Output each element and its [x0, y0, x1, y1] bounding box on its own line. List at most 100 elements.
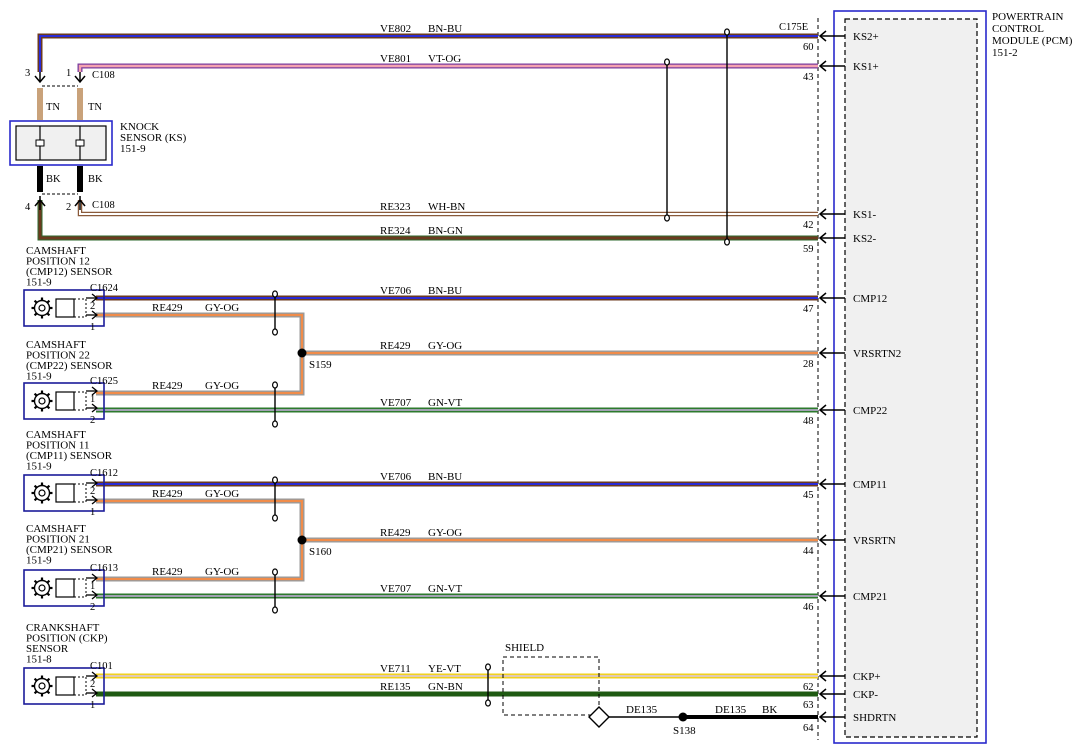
cmp22-sensor-box: [23, 382, 105, 420]
cmp12-sensor-title: (CMP12) SENSOR: [26, 266, 113, 278]
label-cmp22-ret-color: GY-OG: [205, 380, 239, 392]
pcm-pin-name: KS2-: [853, 233, 877, 245]
label-ckp-neg-color: GN-BN: [428, 681, 463, 693]
svg-text:SENSOR (KS): SENSOR (KS): [120, 132, 187, 144]
splice-s138-label: S138: [673, 725, 696, 737]
cmp21-sensor-title: CAMSHAFT: [26, 523, 86, 535]
label-s159-circuit: RE429: [380, 340, 411, 352]
pcm-pin-number: 47: [803, 304, 814, 315]
label-cmp21-sig-circuit: VE707: [380, 583, 412, 595]
pcm-title: POWERTRAIN CONTROL MODULE (PCM) 151-2: [992, 11, 1073, 59]
label-cmp21-sig-color: GN-VT: [428, 583, 462, 595]
twisted-pair-ckp: [485, 663, 491, 707]
svg-text:KNOCK: KNOCK: [120, 121, 159, 133]
label-ckp-pos-circuit: VE711: [380, 663, 411, 675]
pcm-pin-number: 64: [803, 723, 814, 734]
cmp22-sensor-title: (CMP22) SENSOR: [26, 360, 113, 372]
cmp11-pin-a: 2: [90, 486, 95, 497]
label-cmp12-sig-circuit: VE706: [380, 285, 412, 297]
cmp11-sensor-plug: [55, 483, 75, 503]
ckp-sensor-title: POSITION (CKP): [26, 633, 108, 645]
shield-drain: [588, 706, 818, 728]
pcm-pin-name: CKP+: [853, 671, 881, 683]
ckp-connector: C101: [90, 661, 113, 672]
cmp22-connector: C1625: [90, 376, 118, 387]
knock-sensor-title: KNOCK SENSOR (KS) 151-9: [120, 121, 187, 155]
knock-connector-top: C108: [92, 70, 115, 81]
cmp21-sensor-title: 151-9: [26, 555, 52, 567]
cmp11-sensor-title: POSITION 11: [26, 440, 89, 452]
svg-text:MODULE (PCM): MODULE (PCM): [992, 35, 1073, 47]
cmp22-sensor-title: 151-9: [26, 371, 52, 383]
gear-icon: [30, 481, 54, 505]
splice-s160: [297, 535, 307, 545]
knock-tn-1: TN: [46, 102, 60, 113]
ckp-sensor-box: [23, 667, 105, 705]
ckp-sensor-plug: [55, 676, 75, 696]
pcm-pin-name: KS1+: [853, 61, 879, 73]
label-ve802-color: BN-BU: [428, 23, 462, 35]
gear-icon: [30, 576, 54, 600]
cmp22-sensor-plug: [55, 391, 75, 411]
cmp21-pin-a: 1: [90, 581, 95, 592]
pcm-pin-number: 45: [803, 490, 814, 501]
pcm-pin-name: KS1-: [853, 209, 877, 221]
cmp12-connector: C1624: [90, 283, 119, 294]
cmp12-sensor-title: POSITION 12: [26, 256, 90, 268]
pcm-pin-name: CMP21: [853, 591, 887, 603]
label-s159-color: GY-OG: [428, 340, 462, 352]
ckp-pin-a: 2: [90, 679, 95, 690]
cmp22-sensor-title: POSITION 22: [26, 350, 90, 362]
pcm-pin-number: 48: [803, 416, 814, 427]
pcm-pin-name: CKP-: [853, 689, 878, 701]
knock-pin-1: 1: [66, 68, 71, 79]
knock-pin-2: 2: [66, 202, 71, 213]
label-ve801-color: VT-OG: [428, 53, 461, 65]
splice-s159-label: S159: [309, 359, 332, 371]
label-ve802-circuit: VE802: [380, 23, 411, 35]
wire-ve802: [37, 33, 818, 72]
pcm-module: [817, 10, 987, 744]
shield-label: SHIELD: [505, 642, 544, 654]
cmp11-connector: C1612: [90, 468, 118, 479]
pcm-pin-name: VRSRTN2: [853, 348, 901, 360]
pcm-pin-number: 59: [803, 244, 814, 255]
label-re323-color: WH-BN: [428, 201, 465, 213]
pcm-pin-number: 63: [803, 700, 814, 711]
label-ve801-circuit: VE801: [380, 53, 411, 65]
ckp-sensor-title: SENSOR: [26, 643, 69, 655]
splice-s160-label: S160: [309, 546, 332, 558]
knock-sensor: [9, 72, 113, 210]
label-cmp22-sig-color: GN-VT: [428, 397, 462, 409]
pcm-pin-name: CMP22: [853, 405, 887, 417]
gear-icon: [30, 296, 54, 320]
cmp21-sensor-plug: [55, 578, 75, 598]
label-cmp22-sig-circuit: VE707: [380, 397, 412, 409]
twisted-pair-cmp12: [272, 290, 278, 336]
wire-cmp12-return: [96, 312, 305, 353]
label-cmp11-ret-circuit: RE429: [152, 488, 183, 500]
cmp22-pin-a: 1: [90, 394, 95, 405]
knock-bk-2: BK: [88, 174, 103, 185]
label-shield-b-circuit: DE135: [715, 704, 747, 716]
twisted-pair-ks1: [663, 58, 671, 222]
pcm-pin-number: 46: [803, 602, 814, 613]
pcm-pin-name: KS2+: [853, 31, 879, 43]
knock-pin-4: 4: [25, 202, 31, 213]
label-shield-a-circuit: DE135: [626, 704, 658, 716]
twisted-pair-cmp11: [272, 476, 278, 522]
wire-re324: [37, 200, 818, 241]
label-cmp21-ret-color: GY-OG: [205, 566, 239, 578]
pcm-pin-number: 42: [803, 220, 814, 231]
cmp22-pin-b: 2: [90, 415, 95, 426]
pcm-pin-number: 60: [803, 42, 814, 53]
cmp11-sensor-box: [23, 474, 105, 512]
splice-s159: [297, 348, 307, 358]
knock-pin-3: 3: [25, 68, 30, 79]
ckp-pin-b: 1: [90, 700, 95, 711]
knock-bk-1: BK: [46, 174, 61, 185]
